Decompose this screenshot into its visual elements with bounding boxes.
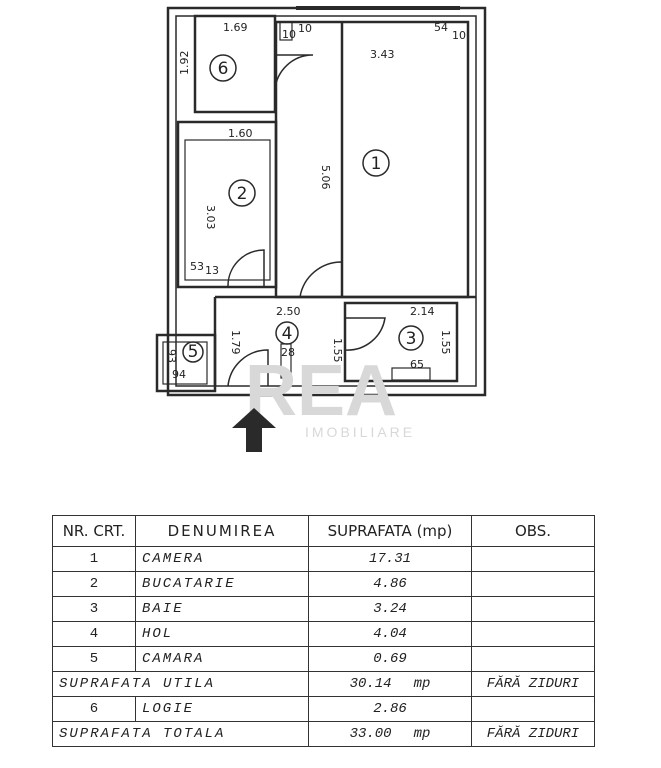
dimension-label: 1.79	[229, 330, 242, 355]
row-obs	[471, 696, 595, 722]
row-nr: 6	[52, 696, 136, 722]
dimension-label: 28	[281, 346, 295, 359]
row-obs	[471, 596, 595, 622]
row-obs	[471, 571, 595, 597]
dimension-label: 1.92	[178, 51, 191, 76]
row-nr: 3	[52, 596, 136, 622]
dimension-label: 65	[410, 358, 424, 371]
room-number: 4	[282, 324, 293, 344]
summary-utila-obs: FĂRĂ ZIDURI	[471, 671, 595, 697]
watermark-logo: REA	[245, 351, 397, 431]
row-area: 0.69	[308, 646, 472, 672]
room-number: 5	[188, 342, 199, 362]
dimension-label: 2.14	[410, 305, 435, 318]
row-area: 17.31	[308, 546, 472, 572]
row-nr: 5	[52, 646, 136, 672]
dimension-label: 13	[205, 264, 219, 277]
door-arc	[344, 317, 386, 351]
row-name: CAMERA	[135, 546, 309, 572]
dimension-label: 53	[190, 260, 204, 273]
door-arc	[227, 349, 269, 387]
room-number: 1	[371, 154, 382, 174]
row-area: 4.04	[308, 621, 472, 647]
dimension-label: 54	[434, 21, 448, 34]
table-row: 3 BAIE 3.24	[52, 596, 595, 622]
row-name: BAIE	[135, 596, 309, 622]
floor-plan: 1.69 1.92 3.43 5.06 1.60 3.03 53 13 2.50…	[155, 6, 487, 452]
summary-totala-label: SUPRAFATA TOTALA	[52, 721, 309, 747]
row-area: 2.86	[308, 696, 472, 722]
dimension-label: 2.50	[276, 305, 301, 318]
row-nr: 1	[52, 546, 136, 572]
room-5-walls	[155, 333, 217, 393]
header-name: DENUMIREA	[135, 515, 309, 547]
dimension-label: 5.06	[319, 165, 332, 190]
dimension-label: 3.43	[370, 48, 395, 61]
row-nr: 2	[52, 571, 136, 597]
header-area: SUPRAFATA (mp)	[308, 515, 472, 547]
row-name: LOGIE	[135, 696, 309, 722]
table-row: 4 HOL 4.04	[52, 621, 595, 647]
dimension-label: 1.55	[439, 330, 452, 355]
table-row: 2 BUCATARIE 4.86	[52, 571, 595, 597]
dimension-label: 1.55	[331, 338, 344, 363]
dimension-label: 94	[172, 368, 186, 381]
table-row: 1 CAMERA 17.31	[52, 546, 595, 572]
room-number: 3	[406, 329, 417, 349]
room-3-walls	[343, 301, 459, 383]
row-nr: 4	[52, 621, 136, 647]
dimension-label: 10	[452, 29, 466, 42]
header-obs: OBS.	[471, 515, 595, 547]
room-number: 6	[218, 59, 229, 79]
room-number: 2	[237, 184, 248, 204]
row-name: CAMARA	[135, 646, 309, 672]
row-obs	[471, 646, 595, 672]
dimension-label: 93	[165, 349, 178, 363]
header-nr: NR. CRT.	[52, 515, 136, 547]
watermark-text: IMOBILIARE	[305, 424, 415, 440]
dimension-label: 10	[282, 28, 296, 41]
dimension-label: 1.69	[223, 21, 248, 34]
summary-utila-label: SUPRAFATA UTILA	[52, 671, 309, 697]
summary-totala-obs: FĂRĂ ZIDURI	[471, 721, 595, 747]
row-obs	[471, 546, 595, 572]
dimension-label: 3.03	[204, 205, 217, 230]
row-name: HOL	[135, 621, 309, 647]
row-obs	[471, 621, 595, 647]
row-area: 3.24	[308, 596, 472, 622]
dimension-label: 1.60	[228, 127, 253, 140]
table-header-row: NR. CRT. DENUMIREA SUPRAFATA (mp) OBS.	[52, 515, 595, 547]
area-table: NR. CRT. DENUMIREA SUPRAFATA (mp) OBS. 1…	[52, 515, 595, 747]
arrow-up-icon	[232, 408, 276, 452]
inner-wall	[175, 15, 477, 387]
row-name: BUCATARIE	[135, 571, 309, 597]
door-arc	[299, 261, 343, 298]
row-area: 4.86	[308, 571, 472, 597]
table-row-logie: 6 LOGIE 2.86	[52, 696, 595, 722]
door-arc	[274, 54, 314, 91]
door-arc	[227, 249, 265, 288]
table-row: 5 CAMARA 0.69	[52, 646, 595, 672]
dimension-label: 10	[298, 22, 312, 35]
